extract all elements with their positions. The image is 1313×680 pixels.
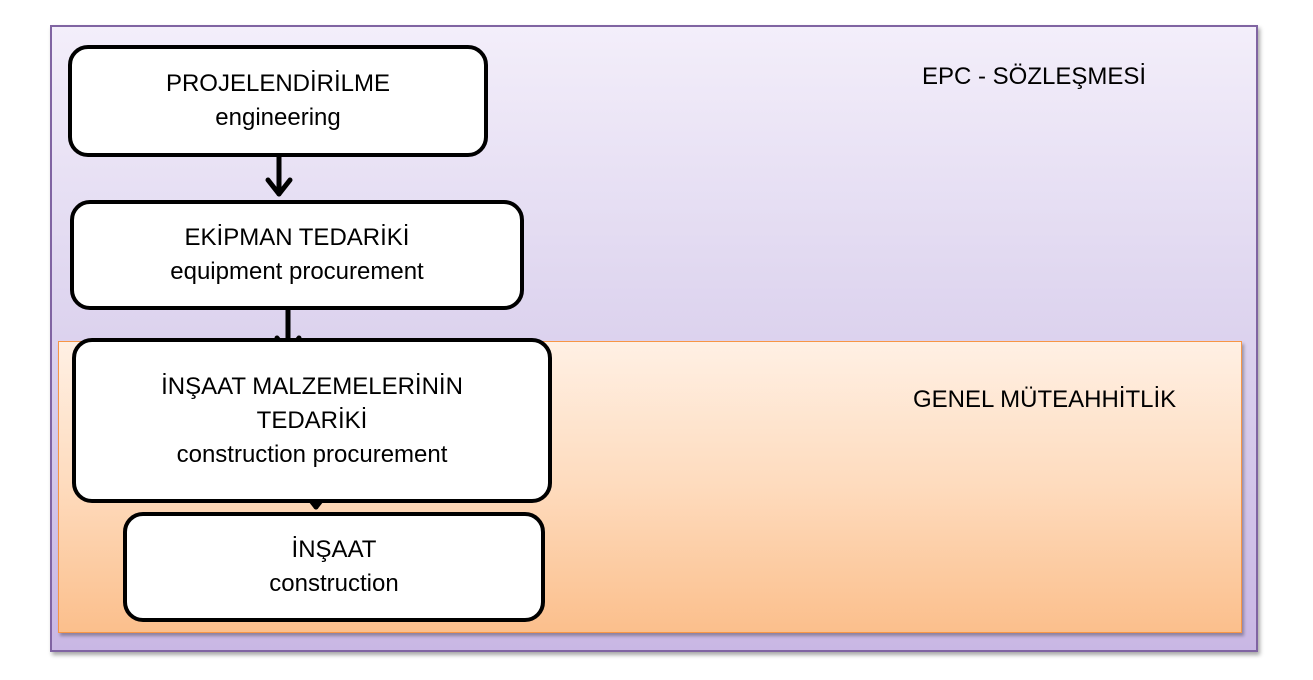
step-engineering-subtitle: engineering bbox=[215, 104, 341, 131]
step-engineering-title: PROJELENDİRİLME bbox=[165, 70, 391, 97]
step-construction-procurement: İNŞAAT MALZEMELERİNİN TEDARİKİ construct… bbox=[72, 338, 552, 503]
step-construction-procurement-title-line1: İNŞAAT MALZEMELERİNİN bbox=[161, 372, 463, 400]
step-construction-procurement-title-line2: TEDARİKİ bbox=[256, 406, 368, 434]
step-construction-procurement-subtitle: construction procurement bbox=[176, 440, 448, 468]
step-construction: İNŞAAT construction bbox=[123, 512, 545, 622]
step-equipment-subtitle: equipment procurement bbox=[170, 258, 424, 285]
step-equipment-procurement: EKİPMAN TEDARİKİ equipment procurement bbox=[70, 200, 524, 310]
epc-contract-label: EPC - SÖZLEŞMESİ bbox=[922, 63, 1147, 90]
step-equipment-title: EKİPMAN TEDARİKİ bbox=[184, 224, 410, 251]
step-construction-title: İNŞAAT bbox=[291, 536, 377, 563]
general-contracting-label: GENEL MÜTEAHHİTLİK bbox=[913, 386, 1177, 413]
step-construction-subtitle: construction bbox=[269, 570, 399, 597]
step-engineering: PROJELENDİRİLME engineering bbox=[68, 45, 488, 157]
